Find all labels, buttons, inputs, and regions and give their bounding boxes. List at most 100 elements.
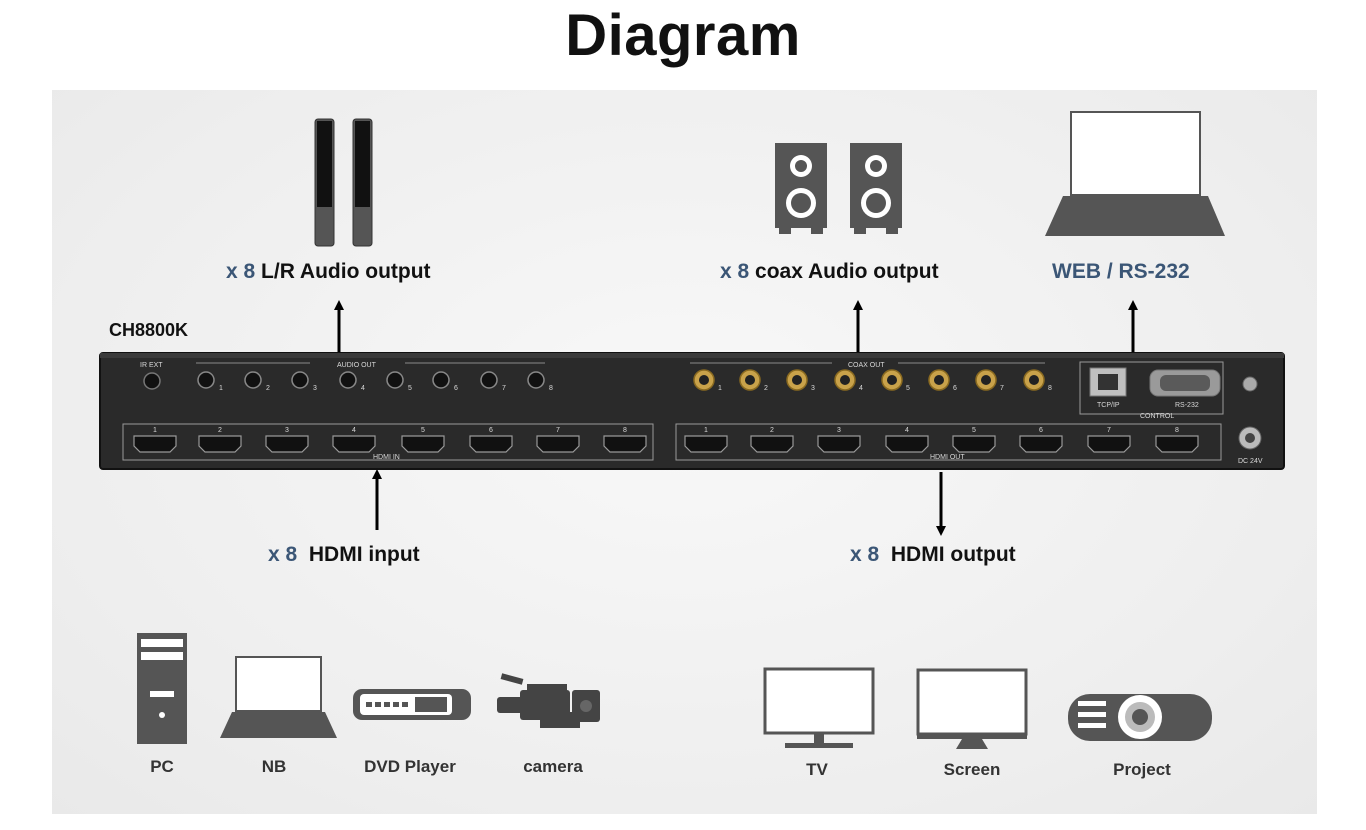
hdmi-port-number: 3 (837, 427, 841, 434)
control-label: CONTROL (1140, 413, 1174, 420)
audio-jack-icon (432, 371, 450, 389)
notebook-icon (220, 656, 337, 738)
web-rs232-label: WEB / RS-232 (1052, 260, 1190, 283)
hdmi-port-number: 7 (556, 427, 560, 434)
hdmi-port-icon (817, 435, 861, 453)
pc-tower-icon (137, 633, 187, 744)
hdmi-input-count: x 8 (268, 543, 298, 566)
coax-audio-count: x 8 (720, 260, 750, 283)
hdmi-port-icon (1155, 435, 1199, 453)
hdmi-port-icon (332, 435, 376, 453)
coax-jack-number: 4 (859, 385, 863, 392)
display-label-tv: TV (806, 760, 828, 779)
source-label-camera: camera (523, 757, 583, 776)
hdmi-port-number: 2 (770, 427, 774, 434)
hdmi-port-icon (133, 435, 177, 453)
coax-audio-text: coax Audio output (755, 260, 939, 283)
hdmi-port-icon (469, 435, 513, 453)
coax-jack-number: 3 (811, 385, 815, 392)
audio-out-label: AUDIO OUT (337, 362, 377, 369)
display-label-project: Project (1113, 760, 1171, 779)
hdmi-port-number: 6 (489, 427, 493, 434)
source-label-nb: NB (261, 757, 287, 776)
coax-jack-number: 7 (1000, 385, 1004, 392)
hdmi-port-icon (1087, 435, 1131, 453)
dvd-player-icon (353, 689, 471, 720)
audio-jack-icon (386, 371, 404, 389)
hdmi-port-number: 1 (704, 427, 708, 434)
laptop-icon (1045, 111, 1225, 236)
hdmi-output-text: HDMI output (890, 543, 1016, 566)
rs232-label: RS-232 (1175, 402, 1199, 409)
hdmi-out-label: HDMI OUT (930, 454, 965, 461)
hdmi-port-icon (603, 435, 647, 453)
tcpip-label: TCP/IP (1097, 402, 1120, 409)
hdmi-port-number: 6 (1039, 427, 1043, 434)
hdmi-port-number: 1 (153, 427, 157, 434)
matrix-chassis: 1 2 3 4 5 6 7 8 1 2 3 4 5 6 7 8 1 2 3 4 5 6 7 8 1 2 3 4 5 6 7 8 IR E… (99, 352, 1285, 470)
coax-jack-number: 8 (1048, 385, 1052, 392)
hdmi-port-number: 2 (218, 427, 222, 434)
source-label-pc: PC (150, 757, 174, 776)
lr-audio-output-label: x 8 L/R Audio output (226, 260, 431, 284)
hdmi-port-icon (536, 435, 580, 453)
hdmi-input-label: x 8 HDMI input (268, 543, 420, 567)
audio-jack-icon (527, 371, 545, 389)
audio-jack-number: 1 (219, 385, 223, 392)
audio-jack-number: 2 (266, 385, 270, 392)
hdmi-port-icon (885, 435, 929, 453)
audio-jack-icon (244, 371, 262, 389)
display-label-screen: Screen (943, 760, 1001, 779)
hdmi-port-number: 4 (905, 427, 909, 434)
model-name: CH8800K (109, 320, 189, 340)
audio-jack-icon (291, 371, 309, 389)
coax-out-jacks: 1 2 3 4 5 6 7 8 (693, 369, 1052, 392)
tv-icon (763, 667, 875, 748)
hdmi-port-number: 8 (623, 427, 627, 434)
hdmi-port-icon (198, 435, 242, 453)
coax-jack-number: 2 (764, 385, 768, 392)
camera-icon (497, 673, 600, 728)
audio-jack-icon (339, 371, 357, 389)
hdmi-port-icon (265, 435, 309, 453)
page-title: Diagram (565, 3, 801, 68)
coax-jack-number: 6 (953, 385, 957, 392)
audio-jack-number: 6 (454, 385, 458, 392)
coax-out-label: COAX OUT (848, 362, 885, 369)
hdmi-output-count: x 8 (850, 543, 880, 566)
coax-jack-number: 5 (906, 385, 910, 392)
lr-audio-text: L/R Audio output (261, 260, 431, 283)
audio-jack-number: 7 (502, 385, 506, 392)
screen-icon (916, 668, 1028, 749)
hdmi-input-text: HDMI input (308, 543, 420, 566)
coax-jack-number: 1 (718, 385, 722, 392)
source-label-dvd: DVD Player (364, 757, 456, 776)
hdmi-port-number: 4 (352, 427, 356, 434)
hdmi-port-icon (750, 435, 794, 453)
hdmi-port-number: 7 (1107, 427, 1111, 434)
hdmi-port-number: 5 (421, 427, 425, 434)
hdmi-port-icon (684, 435, 728, 453)
speaker-icon (775, 143, 902, 234)
audio-jack-number: 4 (361, 385, 365, 392)
audio-jack-number: 3 (313, 385, 317, 392)
hdmi-port-icon (1019, 435, 1063, 453)
ir-ext-label: IR EXT (140, 362, 163, 369)
dc-label: DC 24V (1238, 458, 1263, 465)
audio-jack-number: 8 (549, 385, 553, 392)
hdmi-port-icon (952, 435, 996, 453)
coax-audio-output-label: x 8 coax Audio output (720, 260, 939, 284)
hdmi-port-number: 5 (972, 427, 976, 434)
audio-jack-icon (480, 371, 498, 389)
lr-audio-count: x 8 (226, 260, 256, 283)
lr-audio-device-icon (314, 118, 373, 247)
ir-ext-port-icon (143, 372, 161, 390)
audio-jack-icon (197, 371, 215, 389)
hdmi-in-label: HDMI IN (373, 454, 400, 461)
ground-screw-icon (1242, 376, 1258, 392)
projector-icon (1068, 694, 1212, 741)
